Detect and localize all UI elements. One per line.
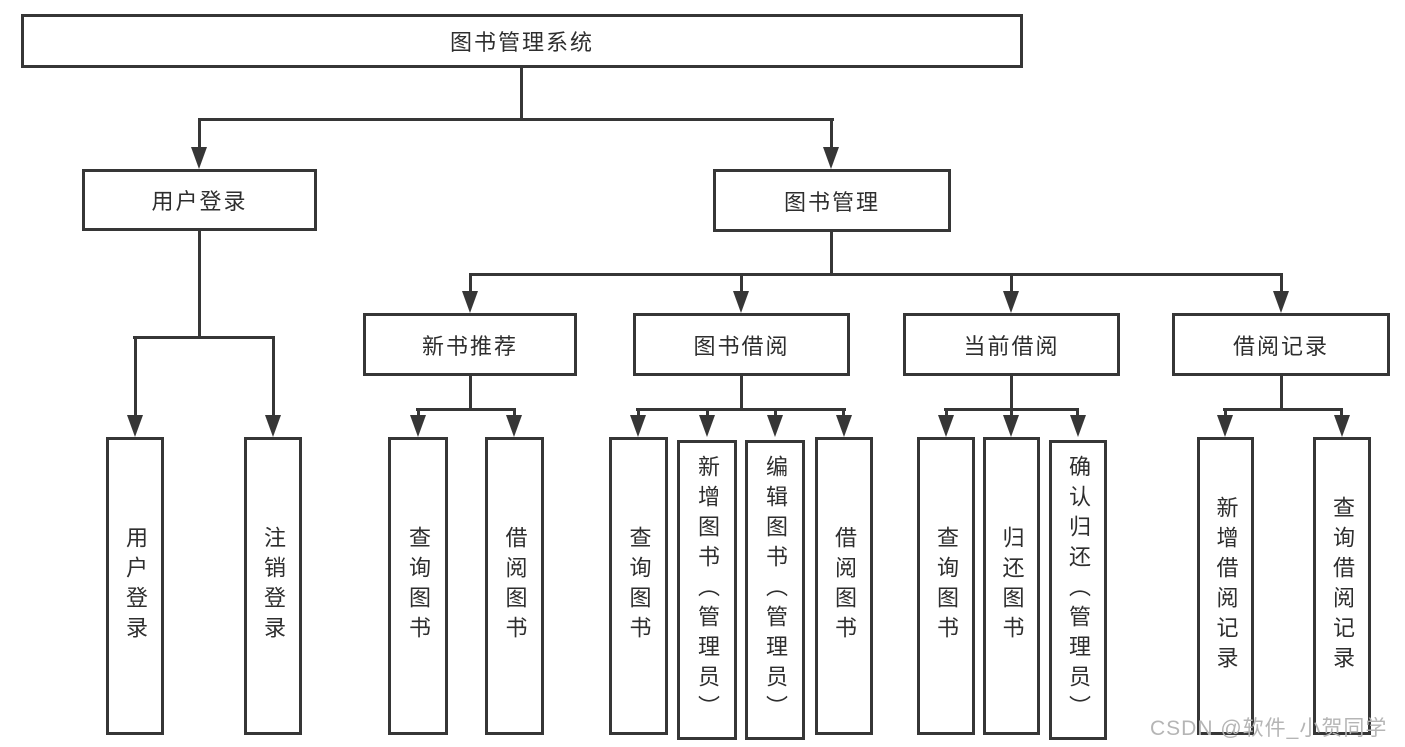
arrow-down-icon: [127, 415, 143, 437]
arrow-down-icon: [410, 415, 426, 437]
connector-records-rail: [1223, 408, 1343, 411]
connector-login-rail: [133, 336, 275, 339]
connector-to-new-book: [469, 273, 472, 291]
arrow-down-icon: [938, 415, 954, 437]
leaf-logout: 注销登录: [244, 437, 302, 735]
arrow-down-icon: [1273, 291, 1289, 313]
connector-to-book-mgmt: [830, 118, 833, 147]
connector-leaf: [417, 408, 420, 415]
arrow-down-icon: [1003, 291, 1019, 313]
connector-to-user-login-leaf: [134, 336, 137, 415]
connector-leaf: [637, 408, 640, 415]
leaf-borrow-books: 借阅图书: [815, 437, 873, 735]
connector-leaf: [842, 408, 845, 415]
leaf-borrow-books-rec: 借阅图书: [485, 437, 544, 735]
connector-rec-rail: [416, 408, 516, 411]
connector-leaf: [774, 408, 777, 415]
arrow-down-icon: [630, 415, 646, 437]
connector-leaf: [513, 408, 516, 415]
connector-leaf: [945, 408, 948, 415]
arrow-down-icon: [265, 415, 281, 437]
arrow-down-icon: [1070, 415, 1086, 437]
arrow-down-icon: [733, 291, 749, 313]
leaf-add-borrow-record: 新增借阅记录: [1197, 437, 1254, 735]
connector-records-stub: [1280, 376, 1283, 408]
connector-root-stub: [520, 68, 523, 118]
connector-leaf: [1076, 408, 1079, 415]
connector-borrow-stub: [740, 376, 743, 408]
leaf-query-books-rec: 查询图书: [388, 437, 448, 735]
arrow-down-icon: [506, 415, 522, 437]
connector-login-stub: [198, 231, 201, 336]
connector-to-user-login: [198, 118, 201, 147]
leaf-query-borrow-record: 查询借阅记录: [1313, 437, 1371, 735]
connector-leaf: [1010, 408, 1013, 415]
arrow-down-icon: [1003, 415, 1019, 437]
node-new-book-recommend: 新书推荐: [363, 313, 577, 376]
connector-leaf: [1340, 408, 1343, 415]
connector-to-logout-leaf: [272, 336, 275, 415]
connector-to-book-borrow: [740, 273, 743, 291]
node-book-borrow: 图书借阅: [633, 313, 850, 376]
leaf-query-books-current: 查询图书: [917, 437, 975, 735]
connector-leaf: [706, 408, 709, 415]
leaf-add-book-admin: 新增图书（管理员）: [677, 440, 737, 740]
leaf-confirm-return-admin: 确认归还（管理员）: [1049, 440, 1107, 740]
node-library-management-system: 图书管理系统: [21, 14, 1023, 68]
connector-leaf: [1224, 408, 1227, 415]
arrow-down-icon: [767, 415, 783, 437]
connector-mgmt-stub: [830, 232, 833, 273]
node-book-management-group: 图书管理: [713, 169, 951, 232]
arrow-down-icon: [836, 415, 852, 437]
arrow-down-icon: [1217, 415, 1233, 437]
connector-level2-rail: [198, 118, 834, 121]
node-current-borrow: 当前借阅: [903, 313, 1120, 376]
connector-current-stub: [1010, 376, 1013, 408]
leaf-edit-book-admin: 编辑图书（管理员）: [745, 440, 805, 740]
connector-borrow-rail: [636, 408, 846, 411]
node-borrow-records: 借阅记录: [1172, 313, 1390, 376]
arrow-down-icon: [699, 415, 715, 437]
watermark: CSDN @软件_小贺同学: [1150, 717, 1388, 740]
connector-level3-rail: [469, 273, 1283, 276]
arrow-down-icon: [191, 147, 207, 169]
arrow-down-icon: [823, 147, 839, 169]
leaf-user-login: 用户登录: [106, 437, 164, 735]
arrow-down-icon: [462, 291, 478, 313]
leaf-return-books: 归还图书: [983, 437, 1040, 735]
connector-to-current-borrow: [1010, 273, 1013, 291]
connector-rec-stub: [469, 376, 472, 408]
connector-to-borrow-records: [1280, 273, 1283, 291]
leaf-query-books-borrow: 查询图书: [609, 437, 668, 735]
arrow-down-icon: [1334, 415, 1350, 437]
node-user-login-group: 用户登录: [82, 169, 317, 231]
